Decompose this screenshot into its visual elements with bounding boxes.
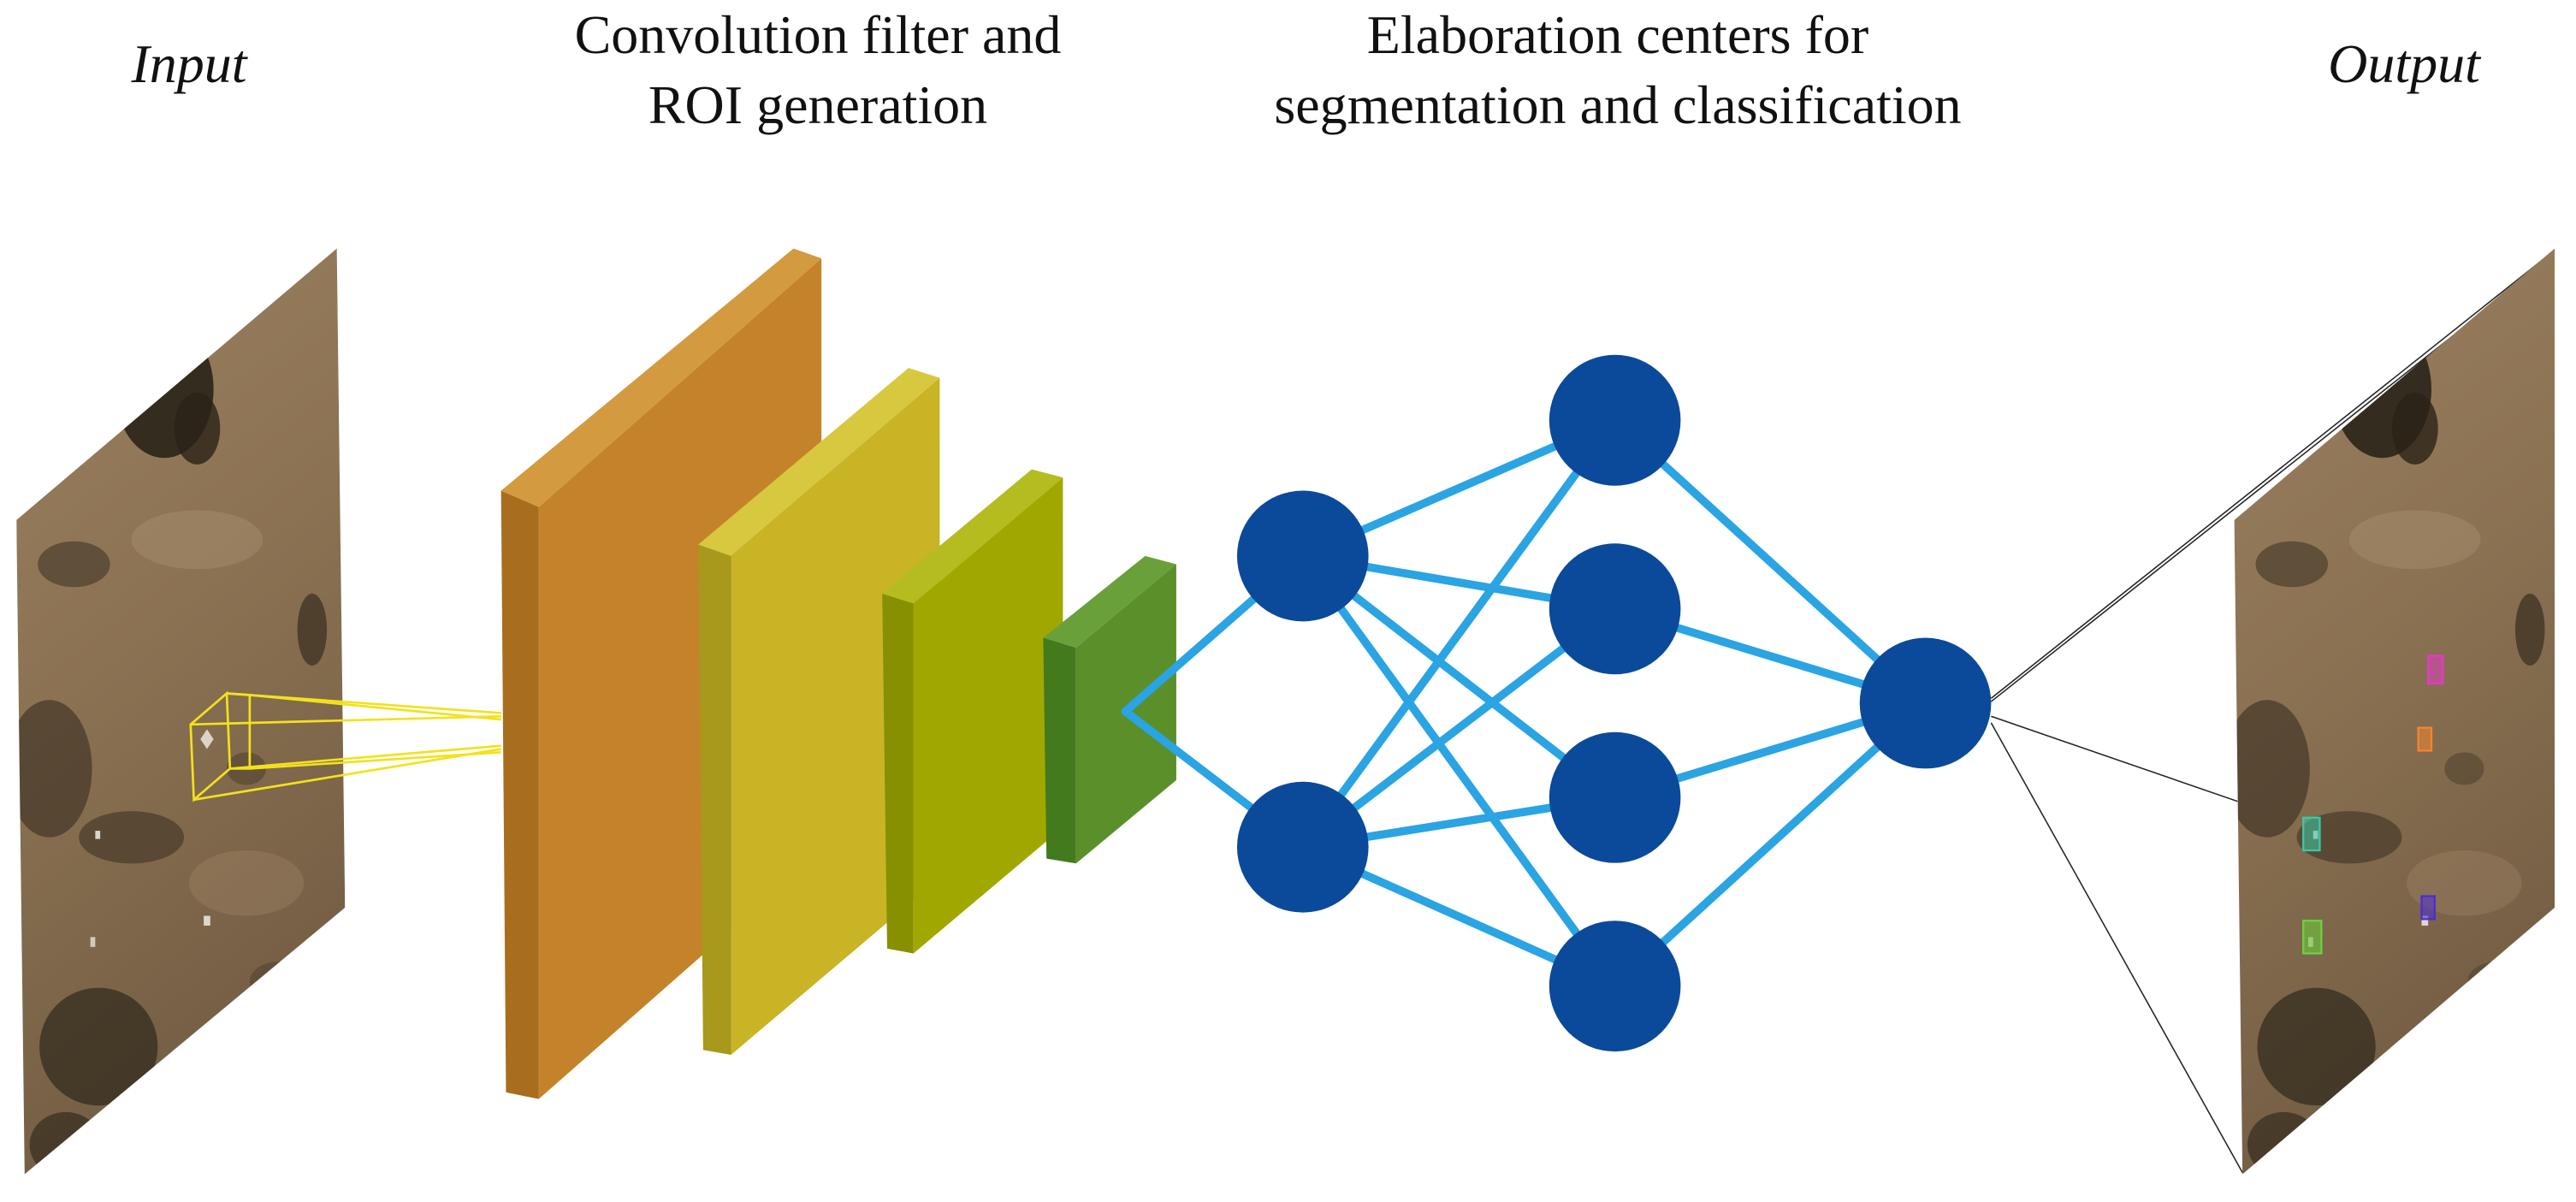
conv-slab-3-top [882, 469, 1063, 604]
output-node [1859, 637, 1992, 769]
detection-box [2302, 920, 2323, 955]
neural-network [1121, 354, 1992, 1052]
connector-line [1990, 722, 2243, 1173]
roi-projection [189, 690, 501, 802]
conv-slab-3-front [913, 477, 1063, 954]
roi-line [193, 748, 501, 802]
hidden-node [1549, 731, 1681, 863]
network-edge [1298, 552, 1620, 991]
input-node [1236, 781, 1369, 913]
network-edge [1610, 699, 1930, 991]
conv-slab-4-top [1043, 555, 1176, 648]
input-node [1236, 490, 1369, 622]
elaboration-stage-title-line-1: Elaboration centers for [1366, 4, 1869, 65]
network-edge [1298, 416, 1620, 851]
output-image-panel [2234, 248, 2555, 1175]
input-label: Input [131, 33, 247, 94]
output-label: Output [2328, 33, 2480, 94]
hidden-node [1549, 354, 1681, 486]
detection-box [2417, 726, 2433, 752]
conv-slab-3 [882, 469, 1063, 954]
conv-stage-title: Convolution filter and ROI generation [575, 0, 1062, 140]
hidden-node [1549, 543, 1681, 675]
conv-slab-2-top [698, 368, 940, 556]
conv-slab-3-side [882, 593, 914, 954]
detection-boxes [2302, 654, 2444, 955]
network-edge [1610, 416, 1930, 708]
connector-line [1991, 715, 2238, 802]
conv-stage-title-line-2: ROI generation [648, 74, 988, 135]
conv-slab-1-top [500, 248, 822, 507]
network-edge [1298, 552, 1620, 802]
conv-slab-4-side [1043, 637, 1076, 864]
detection-box [2420, 895, 2437, 921]
detection-box [2427, 654, 2444, 685]
elaboration-stage-title: Elaboration centers for segmentation and… [1274, 0, 1961, 140]
connector-line [1990, 249, 2555, 699]
roi-line [249, 694, 501, 721]
input-image-panel [16, 248, 346, 1175]
conv-slab-1-side [500, 490, 539, 1099]
conv-slab-2-side [698, 544, 731, 1055]
elaboration-stage-title-line-2: segmentation and classification [1274, 74, 1962, 135]
roi-line [229, 744, 501, 770]
roi-line [190, 714, 501, 726]
conv-stage-title-line-1: Convolution filter and [574, 4, 1062, 65]
hidden-node [1549, 921, 1681, 1052]
conv-slab-4 [1043, 555, 1176, 864]
detection-box [2302, 816, 2321, 852]
